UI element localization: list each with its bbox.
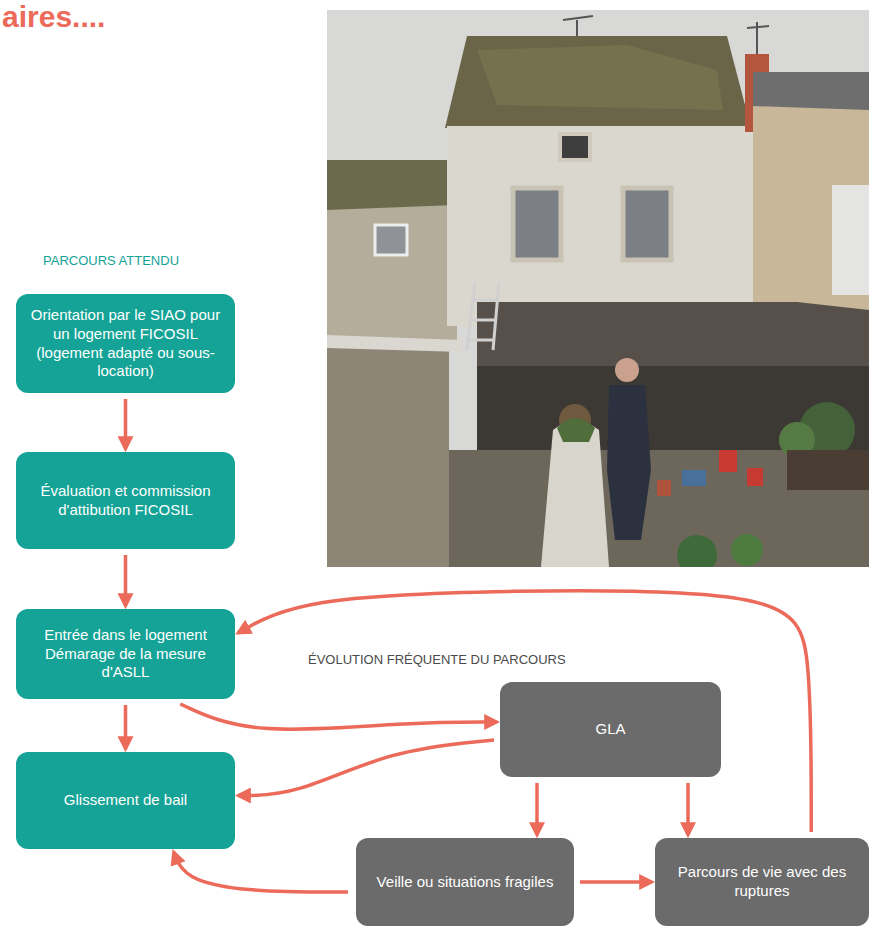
variant-box: Veille ou situations fragiles [356,838,574,926]
flow-arrow [174,852,348,892]
window [375,225,407,255]
box-text: Parcours de vie avec des ruptures [667,863,857,901]
mossy-roof [445,36,751,128]
person [541,404,609,567]
process-box: Entrée dans le logement Démarage de la m… [16,609,235,699]
window [623,188,671,260]
flow-arrow [580,880,652,884]
stone-shed [327,340,449,567]
right-roof [753,72,869,110]
flow-arrow [180,704,497,729]
section-label: PARCOURS ATTENDU [40,253,182,268]
small-window [560,134,590,160]
shed-roof [327,335,462,352]
box-text: Veille ou situations fragiles [377,873,554,892]
window [513,188,561,260]
flow-arrow [535,783,539,835]
box-text: GLA [595,720,625,739]
ladder [467,282,499,350]
flow-arrow [686,783,690,835]
variant-box: GLA [500,682,721,777]
flow-arrow [124,705,128,749]
flow-arrow [238,591,811,832]
box-text: Évaluation et commission d'attibution FI… [28,482,223,520]
annex-roof [477,302,869,370]
main-wall [447,126,753,326]
flow-arrow [238,740,494,796]
plants [677,402,869,567]
section-label: ÉVOLUTION FRÉQUENTE DU PARCOURS [305,652,569,667]
moss [477,45,723,110]
house-photo [327,10,869,567]
left-roof [327,160,455,210]
shutter [832,185,869,295]
sky [327,10,869,567]
flow-arrow [124,399,128,449]
box-text: Orientation par le SIAO pour un logement… [28,306,223,381]
person [607,358,651,540]
flow-arrow [124,555,128,606]
courtyard [447,450,869,567]
process-box: Orientation par le SIAO pour un logement… [16,294,235,393]
process-box: Évaluation et commission d'attibution FI… [16,452,235,549]
heading-fragment: aires.... [2,0,105,34]
box-text: Glissement de bail [64,791,187,810]
left-building [327,200,457,350]
box-text: Entrée dans le logement Démarage de la m… [28,626,223,682]
variant-box: Parcours de vie avec des ruptures [655,838,869,926]
process-box: Glissement de bail [16,752,235,849]
